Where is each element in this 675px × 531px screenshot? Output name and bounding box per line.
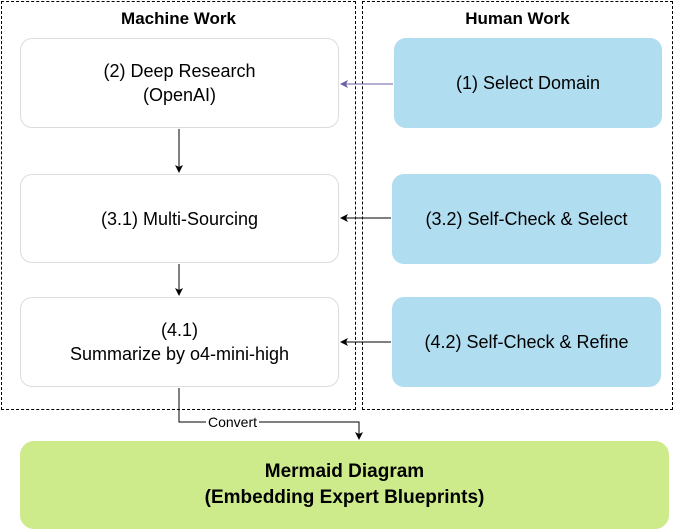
multi-sourcing-label: (3.1) Multi-Sourcing: [100, 208, 259, 229]
mermaid-diagram-title: Mermaid Diagram: [264, 461, 425, 482]
summarize-step-label: (4.1): [160, 320, 198, 340]
select-domain-node: (1) Select Domain: [394, 38, 662, 128]
machine-work-title: Machine Work: [121, 9, 236, 28]
summarize-node: (4.1) Summarize by o4-mini-high: [20, 297, 339, 387]
deep-research-sublabel: (OpenAI): [142, 85, 217, 105]
mermaid-diagram-node: Mermaid Diagram (Embedding Expert Bluepr…: [20, 441, 669, 529]
self-check-select-label: (3.2) Self-Check & Select: [425, 209, 628, 229]
self-check-select-node: (3.2) Self-Check & Select: [392, 174, 661, 264]
deep-research-label: (2) Deep Research: [103, 61, 256, 81]
human-work-panel: [362, 1, 673, 410]
summarize-label: Summarize by o4-mini-high: [69, 344, 290, 364]
multi-sourcing-node: (3.1) Multi-Sourcing: [20, 174, 339, 263]
self-check-refine-node: (4.2) Self-Check & Refine: [392, 297, 661, 387]
self-check-refine-label: (4.2) Self-Check & Refine: [424, 332, 629, 352]
mermaid-diagram-subtitle: (Embedding Expert Blueprints): [204, 487, 485, 508]
select-domain-label: (1) Select Domain: [455, 73, 601, 93]
deep-research-node: (2) Deep Research (OpenAI): [20, 38, 339, 128]
human-work-title: Human Work: [465, 9, 570, 28]
convert-edge-label: Convert: [206, 414, 260, 430]
